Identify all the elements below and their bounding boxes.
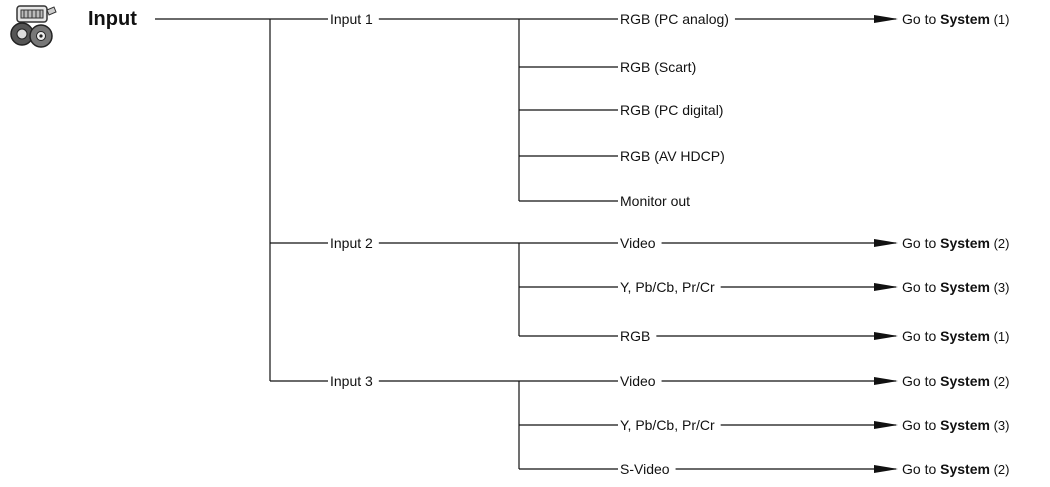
goto-prefix: Go to: [902, 235, 941, 251]
option-label: Monitor out: [620, 193, 691, 209]
option-label: RGB (Scart): [620, 59, 697, 75]
option-label: S-Video: [620, 461, 670, 477]
goto-prefix: Go to: [902, 417, 941, 433]
option-label: Y, Pb/Cb, Pr/Cr: [620, 417, 715, 433]
goto-system-link: Go to System (1): [902, 328, 1010, 345]
option-label: RGB: [620, 328, 651, 344]
system-number: (3): [989, 280, 1010, 295]
goto-target: System: [940, 279, 990, 295]
goto-prefix: Go to: [902, 11, 941, 27]
system-number: (2): [989, 236, 1010, 251]
goto-system-link: Go to System (3): [902, 279, 1010, 296]
system-number: (2): [989, 462, 1010, 477]
goto-target: System: [940, 328, 990, 344]
option-label: RGB (PC analog): [620, 11, 729, 27]
input-2-label: Input 2: [330, 235, 373, 251]
goto-target: System: [940, 373, 990, 389]
goto-system-link: Go to System (2): [902, 373, 1010, 390]
goto-target: System: [940, 11, 990, 27]
system-number: (1): [989, 12, 1010, 27]
option-label: Video: [620, 373, 656, 389]
goto-prefix: Go to: [902, 328, 941, 344]
option-label: RGB (PC digital): [620, 102, 724, 118]
menu-title: Input: [88, 8, 137, 30]
option-label: RGB (AV HDCP): [620, 148, 725, 164]
goto-system-link: Go to System (1): [902, 11, 1010, 28]
input-connector-icon: [8, 4, 60, 48]
goto-system-link: Go to System (2): [902, 235, 1010, 252]
goto-prefix: Go to: [902, 461, 941, 477]
option-label: Video: [620, 235, 656, 251]
goto-system-link: Go to System (2): [902, 461, 1010, 478]
goto-prefix: Go to: [902, 373, 941, 389]
goto-prefix: Go to: [902, 279, 941, 295]
goto-system-link: Go to System (3): [902, 417, 1010, 434]
system-number: (3): [989, 418, 1010, 433]
goto-target: System: [940, 235, 990, 251]
option-label: Y, Pb/Cb, Pr/Cr: [620, 279, 715, 295]
goto-target: System: [940, 417, 990, 433]
input-1-label: Input 1: [330, 11, 373, 27]
goto-target: System: [940, 461, 990, 477]
system-number: (2): [989, 374, 1010, 389]
system-number: (1): [989, 329, 1010, 344]
input-3-label: Input 3: [330, 373, 373, 389]
